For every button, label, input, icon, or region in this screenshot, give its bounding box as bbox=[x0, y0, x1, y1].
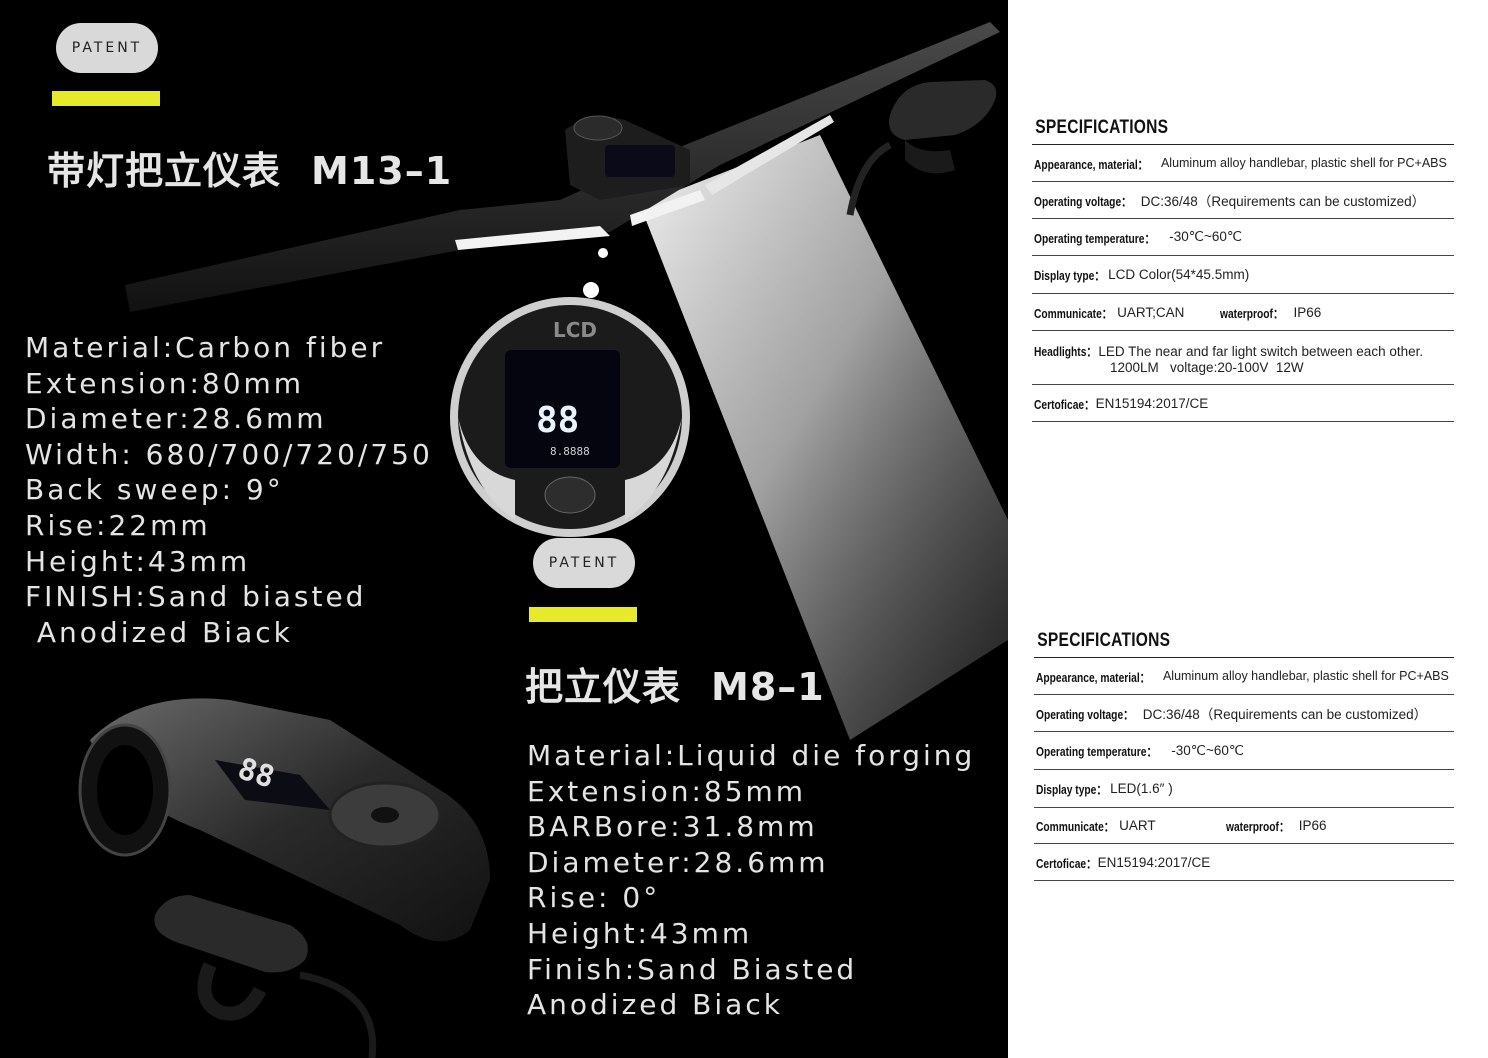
spec-value: DC:36/48（Requirements can be customized） bbox=[1142, 707, 1428, 722]
spec-line: FINISH:Sand biasted bbox=[25, 580, 367, 614]
spec-sheet-m8: SPECIFICATIONS Appearance, material： Alum… bbox=[1034, 630, 1454, 881]
spec-list-m8: Material:Liquid die forging Extension:85… bbox=[527, 738, 975, 1023]
spec-key: waterproof： bbox=[1225, 820, 1289, 834]
spec-key: Operating voltage： bbox=[1034, 194, 1132, 209]
spec-value: LCD Color(54*45.5mm) bbox=[1108, 267, 1250, 282]
spec-key: waterproof： bbox=[1220, 306, 1284, 321]
lcd-label: LCD bbox=[553, 318, 598, 342]
spec-key: Display type： bbox=[1036, 783, 1107, 797]
spec-key: Communicate： bbox=[1034, 306, 1113, 321]
spec-row: Operating temperature： -30℃~60℃ bbox=[1034, 732, 1454, 770]
spec-value: -30℃~60℃ bbox=[1169, 229, 1242, 244]
spec-key: Operating voltage： bbox=[1036, 707, 1134, 722]
spec-line: Anodized Biack bbox=[25, 615, 293, 649]
spec-row: Operating voltage： DC:36/48（Requirements … bbox=[1034, 695, 1454, 732]
accent-bar-m8 bbox=[529, 607, 637, 622]
spec-value: UART bbox=[1119, 818, 1156, 833]
divider bbox=[1032, 144, 1454, 145]
spec-value: LED(1.6″ ) bbox=[1110, 781, 1173, 796]
spec-row: Display type：LCD Color(54*45.5mm) bbox=[1032, 256, 1454, 294]
spec-value: IP66 bbox=[1293, 304, 1322, 320]
spec-key: Certoficae： bbox=[1034, 397, 1095, 412]
spec-row: Appearance, material： Aluminum alloy hand… bbox=[1034, 658, 1454, 695]
spec-line: Finish:Sand Biasted bbox=[527, 952, 858, 986]
spec-row: Certoficae：EN15194:2017/CE bbox=[1034, 844, 1454, 881]
spec-key: Operating temperature： bbox=[1034, 231, 1155, 246]
spec-row: Communicate： UART waterproof： IP66 bbox=[1034, 808, 1454, 844]
spec-line: Width: 680/700/720/750 bbox=[25, 437, 433, 471]
spec-line: Extension:80mm bbox=[25, 366, 305, 400]
spec-key: Headlights： bbox=[1034, 344, 1097, 359]
spec-value: 1200LM voltage:20-100V 12W bbox=[1110, 359, 1304, 375]
spec-line: Anodized Biack bbox=[527, 988, 783, 1022]
spec-row: Certoficae：EN15194:2017/CE bbox=[1032, 385, 1454, 422]
spec-value: Aluminum alloy handlebar, plastic shell … bbox=[1162, 669, 1449, 683]
spec-line: Rise:22mm bbox=[25, 508, 211, 542]
spec-list-m13: Material:Carbon fiber Extension:80mm Dia… bbox=[25, 330, 433, 650]
lcd-odometer-readout: 8.8888 bbox=[550, 445, 590, 458]
spec-key: Communicate： bbox=[1036, 820, 1115, 834]
spec-row: Operating voltage： DC:36/48（Requirements … bbox=[1032, 182, 1454, 219]
spec-line: Height:43mm bbox=[527, 916, 753, 950]
model-title-cn: 带灯把立仪表 bbox=[47, 149, 282, 193]
divider bbox=[1034, 657, 1454, 658]
spec-value: EN15194:2017/CE bbox=[1095, 395, 1209, 411]
lcd-speed-readout: 88 bbox=[536, 400, 580, 441]
spec-row: Display type：LED(1.6″ ) bbox=[1034, 770, 1454, 808]
spec-value: UART;CAN bbox=[1117, 304, 1185, 320]
spec-line: BARBore:31.8mm bbox=[527, 810, 818, 844]
model-title-m13: 带灯把立仪表 M13–1 bbox=[47, 140, 452, 195]
spec-key: Operating temperature： bbox=[1036, 745, 1157, 759]
spec-value: IP66 bbox=[1298, 818, 1327, 833]
spec-key: Appearance, material： bbox=[1034, 157, 1148, 172]
spec-line: Diameter:28.6mm bbox=[25, 402, 327, 436]
patent-badge-m13: PATENT bbox=[56, 23, 158, 73]
spec-line: Height:43mm bbox=[25, 544, 251, 578]
spec-row: Communicate： UART;CAN waterproof： IP66 bbox=[1032, 294, 1454, 331]
model-code: M13–1 bbox=[311, 149, 453, 193]
spec-sheet-m13: SPECIFICATIONS Appearance, material： Alum… bbox=[1032, 117, 1454, 422]
spec-key: Display type： bbox=[1034, 269, 1105, 283]
spec-value: Aluminum alloy handlebar, plastic shell … bbox=[1160, 156, 1447, 170]
model-code: M8–1 bbox=[711, 665, 825, 709]
patent-badge-m8: PATENT bbox=[533, 538, 635, 588]
spec-line: Back sweep: 9° bbox=[25, 473, 284, 507]
headlight-beam-illustration bbox=[78, 22, 1008, 1058]
spec-value: DC:36/48（Requirements can be customized） bbox=[1140, 194, 1426, 209]
spec-row: Appearance, material： Aluminum alloy hand… bbox=[1032, 145, 1454, 182]
spec-value: -30℃~60℃ bbox=[1171, 742, 1244, 758]
spec-line: Diameter:28.6mm bbox=[527, 845, 829, 879]
specifications-panel: SPECIFICATIONS Appearance, material： Alum… bbox=[1008, 0, 1488, 1058]
spec-key: Appearance, material： bbox=[1036, 670, 1150, 685]
spec-line: Material:Carbon fiber bbox=[25, 331, 386, 364]
spec-row: Operating temperature： -30℃~60℃ bbox=[1032, 219, 1454, 256]
spec-sheet-title: SPECIFICATIONS bbox=[1037, 630, 1171, 651]
model-title-cn: 把立仪表 bbox=[525, 665, 682, 709]
spec-key: Certoficae： bbox=[1036, 856, 1097, 871]
spec-value: EN15194:2017/CE bbox=[1097, 854, 1211, 870]
spec-value: LED The near and far light switch betwee… bbox=[1098, 343, 1424, 359]
accent-bar-m13 bbox=[52, 91, 160, 106]
spec-line: Rise: 0° bbox=[527, 881, 661, 915]
spec-row: Headlights：LED The near and far light sw… bbox=[1032, 331, 1454, 385]
model-title-m8: 把立仪表 M8–1 bbox=[525, 656, 825, 711]
spec-line: Material:Liquid die forging bbox=[527, 739, 976, 772]
spec-sheet-title: SPECIFICATIONS bbox=[1035, 117, 1169, 138]
spec-line: Extension:85mm bbox=[527, 774, 807, 808]
